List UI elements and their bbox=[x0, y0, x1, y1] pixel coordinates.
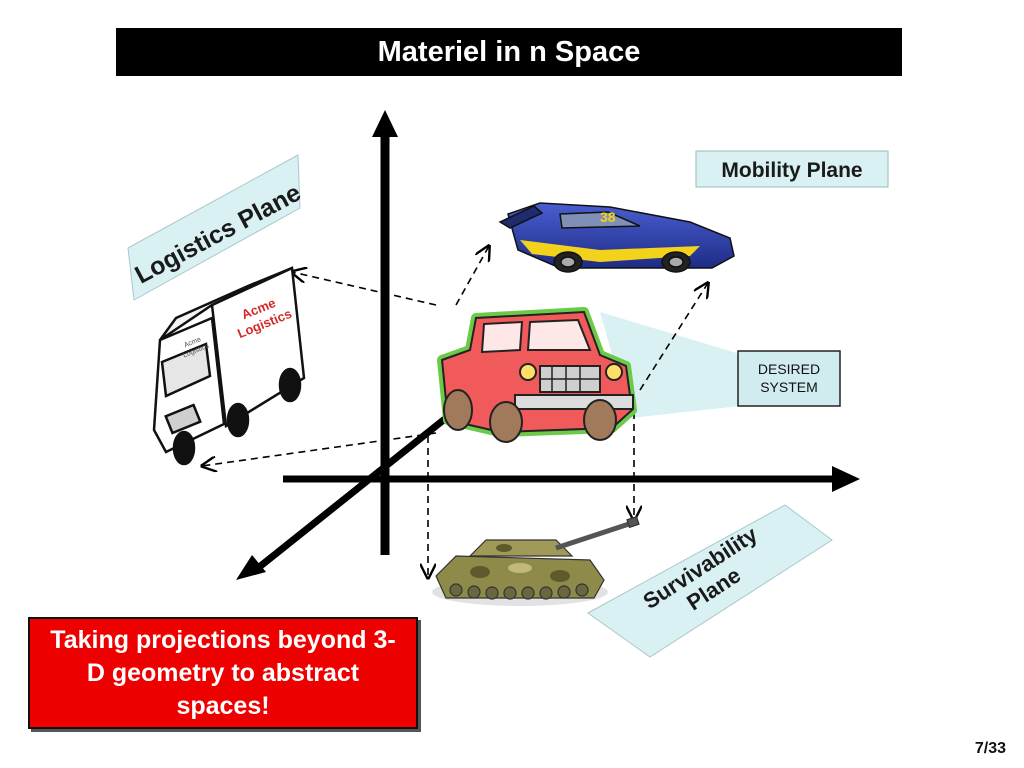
race-car-icon: 38 bbox=[498, 202, 735, 273]
desired-system-line1: DESIRED bbox=[758, 361, 820, 377]
tank-icon bbox=[432, 515, 640, 606]
pickup-truck-icon bbox=[437, 307, 637, 443]
desired-system-line2: SYSTEM bbox=[760, 379, 818, 395]
horizontal-axis-arrowhead bbox=[832, 466, 860, 492]
axes bbox=[236, 110, 860, 580]
projection-to-van-top bbox=[292, 272, 437, 306]
mobility-plane-label: Mobility Plane bbox=[721, 159, 862, 182]
mobility-plane: Mobility Plane bbox=[695, 150, 889, 188]
desired-system-box: DESIRED SYSTEM bbox=[737, 350, 841, 407]
slide-title: Materiel in n Space bbox=[116, 28, 902, 76]
vertical-axis-arrowhead bbox=[372, 110, 398, 137]
projection-to-racecar-left bbox=[455, 246, 489, 306]
projection-to-van-bottom bbox=[202, 432, 437, 466]
desired-system-projection bbox=[600, 312, 740, 418]
depth-axis-arrowhead bbox=[236, 555, 266, 580]
race-car-number: 38 bbox=[600, 209, 616, 225]
page-number: 7/33 bbox=[974, 740, 1006, 757]
note-callout: Taking projections beyond 3-D geometry t… bbox=[28, 617, 418, 729]
delivery-van-icon: Acme Logistics Acme Logistics bbox=[152, 266, 306, 466]
projection-to-racecar-right bbox=[639, 283, 708, 391]
depth-axis bbox=[255, 415, 449, 571]
projection-arrows bbox=[202, 246, 708, 578]
